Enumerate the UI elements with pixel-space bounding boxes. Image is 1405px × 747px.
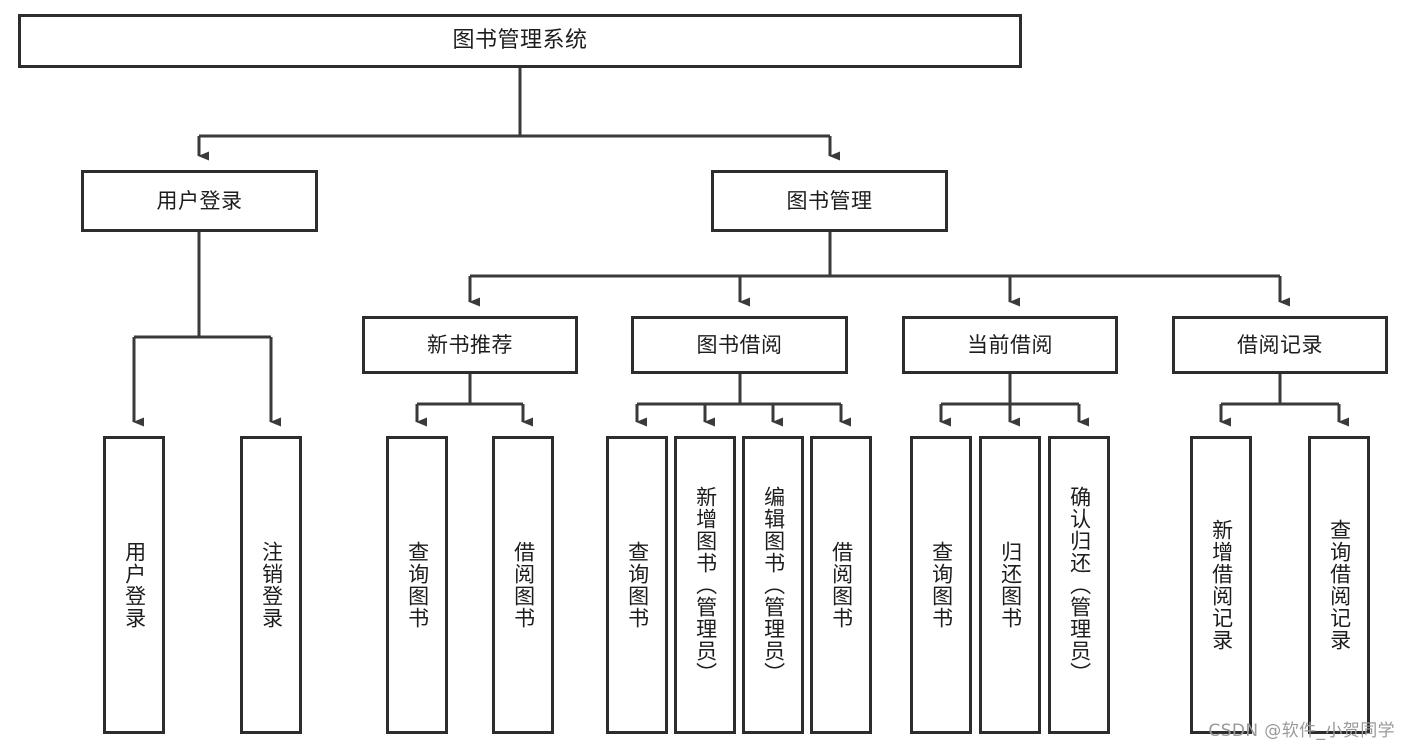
node-label: 查询图书 — [625, 541, 650, 629]
node-book-management[interactable]: 图书管理 — [711, 170, 948, 232]
node-label: 编辑图书（管理员） — [761, 486, 786, 684]
node-label: 图书管理系统 — [452, 27, 588, 53]
node-label: 新增借阅记录 — [1209, 519, 1234, 651]
node-label: 借阅图书 — [511, 541, 536, 629]
node-new-book-recommend[interactable]: 新书推荐 — [362, 316, 578, 374]
leaf-borrow-book-recommend[interactable]: 借阅图书 — [492, 436, 554, 734]
node-label: 借阅图书 — [829, 541, 854, 629]
leaf-logout[interactable]: 注销登录 — [240, 436, 302, 734]
node-label: 图书借阅 — [696, 332, 783, 357]
leaf-query-book-recommend[interactable]: 查询图书 — [386, 436, 448, 734]
node-label: 查询图书 — [929, 541, 954, 629]
node-label: 用户登录 — [156, 188, 243, 213]
node-label: 新增图书（管理员） — [693, 486, 718, 684]
node-label: 图书管理 — [786, 188, 873, 213]
leaf-query-borrow-record[interactable]: 查询借阅记录 — [1308, 436, 1370, 734]
node-root-book-management-system[interactable]: 图书管理系统 — [18, 14, 1022, 68]
csdn-watermark: CSDN @软件_小贺同学 — [1208, 721, 1395, 741]
node-label: 查询图书 — [405, 541, 430, 629]
leaf-borrow-book[interactable]: 借阅图书 — [810, 436, 872, 734]
leaf-user-login[interactable]: 用户登录 — [103, 436, 165, 734]
node-book-borrow[interactable]: 图书借阅 — [631, 316, 848, 374]
node-label: 借阅记录 — [1237, 332, 1323, 357]
node-label: 注销登录 — [259, 541, 284, 629]
leaf-add-borrow-record[interactable]: 新增借阅记录 — [1190, 436, 1252, 734]
node-label: 确认归还（管理员） — [1067, 486, 1092, 684]
leaf-query-book-current[interactable]: 查询图书 — [910, 436, 972, 734]
node-borrow-record[interactable]: 借阅记录 — [1172, 316, 1388, 374]
leaf-confirm-return-admin[interactable]: 确认归还（管理员） — [1048, 436, 1110, 734]
node-label: 查询借阅记录 — [1327, 519, 1352, 651]
leaf-return-book[interactable]: 归还图书 — [979, 436, 1041, 734]
node-current-borrow[interactable]: 当前借阅 — [902, 316, 1118, 374]
node-label: 新书推荐 — [427, 332, 513, 357]
leaf-query-book-borrow[interactable]: 查询图书 — [606, 436, 668, 734]
node-user-login[interactable]: 用户登录 — [81, 170, 318, 232]
leaf-add-book-admin[interactable]: 新增图书（管理员） — [674, 436, 736, 734]
node-label: 用户登录 — [122, 541, 147, 629]
node-label: 当前借阅 — [967, 332, 1053, 357]
node-label: 归还图书 — [998, 541, 1023, 629]
leaf-edit-book-admin[interactable]: 编辑图书（管理员） — [742, 436, 804, 734]
